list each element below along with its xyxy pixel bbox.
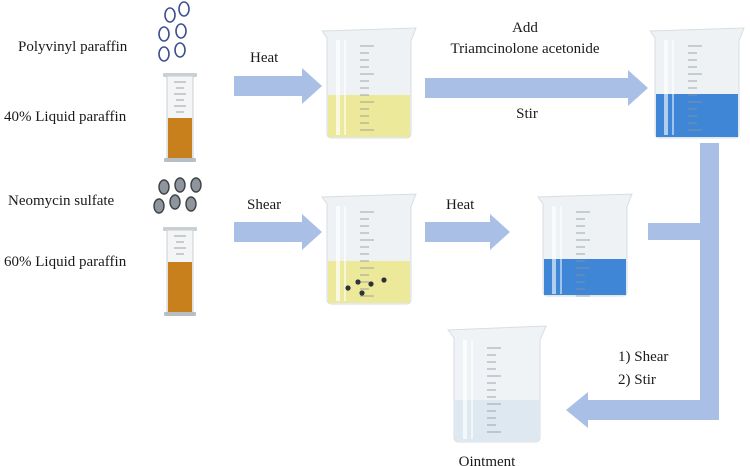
- vertical-trunk: [700, 143, 719, 420]
- add-label: Add: [512, 20, 538, 36]
- shear-arrow: [234, 214, 322, 250]
- ointment-label: Ointment: [459, 454, 516, 466]
- neomycin-sulfate-label: Neomycin sulfate: [8, 193, 115, 209]
- liquid-paraffin-60-label: 60% Liquid paraffin: [4, 254, 127, 270]
- suspended-particles: [345, 277, 387, 296]
- heat-label-1: Heat: [250, 50, 279, 66]
- blue-liquid-1: [656, 94, 738, 137]
- flow-arrows: [234, 68, 719, 428]
- polyvinyl-paraffin-beads-icon: [158, 1, 190, 62]
- triamcinolone-label: Triamcinolone acetonide: [451, 41, 600, 57]
- beaker-ointment: [447, 325, 547, 443]
- blue-liquid-2: [544, 259, 626, 295]
- amber-liquid-40: [168, 118, 192, 158]
- stir-label: Stir: [516, 106, 538, 122]
- ointment-liquid: [455, 400, 539, 441]
- to-ointment-arrow: [566, 392, 719, 428]
- shear-label: Shear: [247, 197, 281, 213]
- step-stir-label: 2) Stir: [618, 372, 656, 388]
- heat-label-2: Heat: [446, 197, 475, 213]
- beaker-blue-1: [649, 27, 745, 139]
- heat-arrow-1: [234, 68, 322, 104]
- beaker-blue-2: [537, 193, 633, 297]
- beaker-yellow-2: [321, 193, 417, 305]
- add-stir-arrow: [425, 70, 648, 106]
- graduated-cylinder-60-icon: [163, 227, 197, 316]
- liquid-paraffin-40-label: 40% Liquid paraffin: [4, 109, 127, 125]
- step-shear-label: 1) Shear: [618, 349, 668, 365]
- neomycin-sulfate-granules-icon: [153, 177, 202, 214]
- graduated-cylinder-40-icon: [163, 73, 197, 162]
- connector-stub: [648, 223, 708, 240]
- polyvinyl-paraffin-label: Polyvinyl paraffin: [18, 39, 128, 55]
- amber-liquid-60: [168, 262, 192, 312]
- beaker-yellow-1: [321, 27, 417, 139]
- heat-arrow-2: [425, 214, 510, 250]
